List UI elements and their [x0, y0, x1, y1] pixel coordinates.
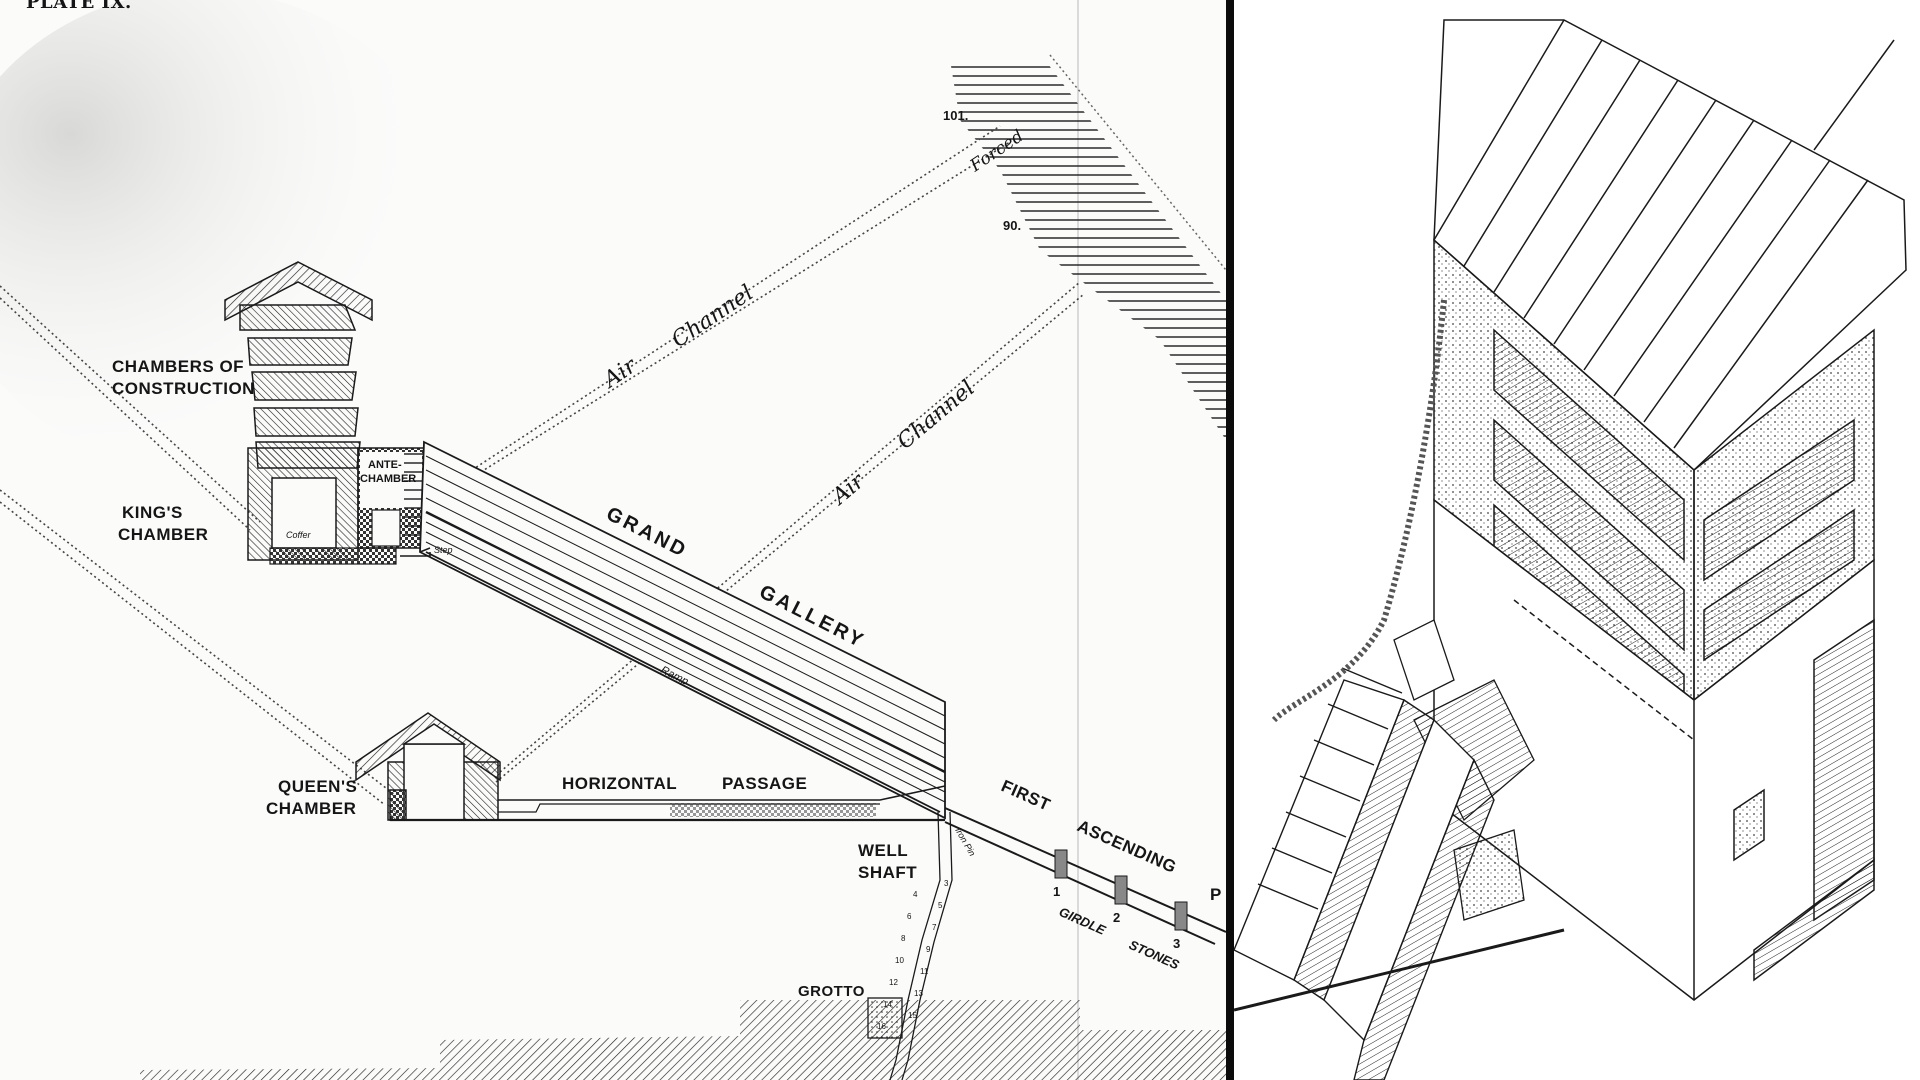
channel-label-upper: Channel	[667, 281, 758, 353]
queens-chamber-label-line2: CHAMBER	[266, 799, 356, 818]
step-label: Step	[434, 545, 453, 555]
passage-label: PASSAGE	[722, 774, 807, 793]
ascending-label: ASCENDING	[1074, 816, 1179, 877]
pyramid-section-drawing: PLATE IX. 101. 90. Air Channel Air Chann…	[0, 0, 1226, 1080]
isometric-drawing-panel	[1234, 0, 1920, 1080]
well-number: 8	[901, 934, 906, 943]
well-number: 9	[926, 945, 931, 954]
well-number: 12	[889, 978, 898, 987]
section-diagram-panel: PLATE IX. 101. 90. Air Channel Air Chann…	[0, 0, 1226, 1080]
passage-p-label: P	[1210, 885, 1222, 904]
kings-chamber	[247, 447, 397, 565]
well-number: 4	[913, 890, 918, 899]
coffer-label: Coffer	[286, 530, 312, 540]
pyramid-outer-face	[950, 54, 1226, 440]
well-number: 7	[932, 923, 937, 932]
well-shaft-label-line2: SHAFT	[858, 863, 917, 882]
ante-chamber-label-line1: ANTE-	[368, 459, 402, 471]
girdle-number-2: 2	[1113, 910, 1120, 925]
air-channels	[0, 125, 1085, 806]
chambers-label-line2: CONSTRUCTION	[112, 379, 255, 398]
ante-chamber-label-line2: CHAMBER	[360, 473, 416, 485]
girdle-number-1: 1	[1053, 884, 1060, 899]
gallery-isometric	[1234, 667, 1565, 1080]
well-number: 11	[920, 967, 929, 976]
chambers-label-line1: CHAMBERS OF	[112, 357, 244, 376]
channel-label-lower: Channel	[893, 376, 980, 455]
isometric-kings-chamber-drawing	[1234, 19, 1907, 1080]
air-label-lower: Air	[826, 468, 870, 511]
panel-divider	[1226, 0, 1234, 1080]
roof-gable-blocks	[1433, 19, 1907, 472]
well-number: 3	[944, 879, 949, 888]
horizontal-passage	[390, 785, 946, 822]
air-label-upper: Air	[598, 353, 643, 394]
horizontal-label: HORIZONTAL	[562, 774, 677, 793]
paper-stain	[0, 0, 460, 470]
well-number: 10	[895, 956, 904, 965]
well-number: 13	[914, 989, 923, 998]
queens-chamber-label-line1: QUEEN'S	[278, 777, 357, 796]
level-101-label: 101.	[943, 108, 968, 123]
bedrock-hatching	[140, 1000, 1226, 1080]
channel-pin	[1813, 39, 1895, 151]
first-label: FIRST	[998, 776, 1053, 814]
grotto-label: GROTTO	[798, 983, 865, 1000]
girdle-number-3: 3	[1173, 936, 1180, 951]
iron-pin-label: Iron Pin	[953, 826, 977, 858]
chamber-box	[1433, 498, 1875, 1001]
well-shaft-label-line1: WELL	[858, 841, 908, 860]
grand-gallery	[400, 440, 946, 820]
kings-chamber-label-line1: KING'S	[122, 503, 183, 522]
well-number: 5	[938, 901, 943, 910]
well-number: 6	[907, 912, 912, 921]
girdle-label: GIRDLE	[1057, 904, 1108, 938]
queens-chamber	[355, 712, 501, 821]
level-90-label: 90.	[1003, 218, 1021, 233]
first-ascending-passage	[944, 807, 1226, 945]
kings-chamber-label-line2: CHAMBER	[118, 525, 208, 544]
plate-title: PLATE IX.	[26, 0, 132, 13]
